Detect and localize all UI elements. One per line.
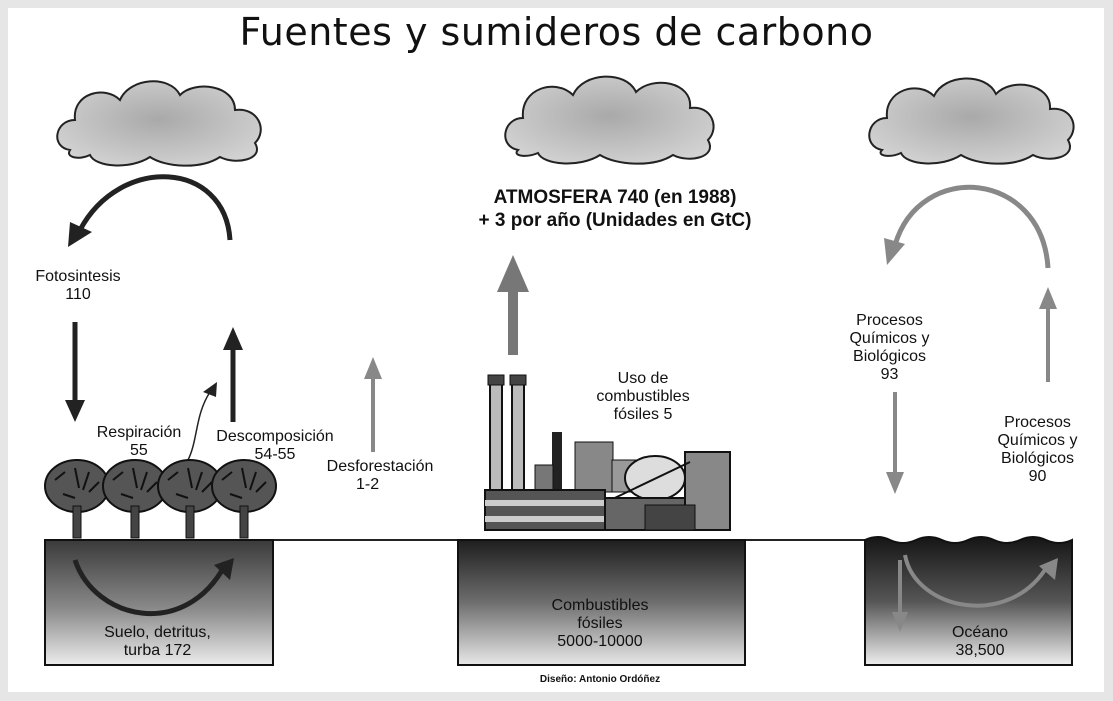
ocean-up-line-1: Procesos	[1004, 414, 1071, 431]
fossil-fuel-reservoir	[457, 539, 746, 666]
deforestation-value: 1-2	[356, 476, 380, 493]
respiration-arrowhead	[203, 382, 217, 397]
ocean-reservoir-value: 38,500	[955, 642, 1005, 659]
atmosphere-label: ATMOSFERA 740 (en 1988) + 3 por año (Uni…	[440, 186, 790, 232]
photosynthesis-arrowhead	[65, 400, 85, 422]
deforestation-arrowhead	[364, 357, 382, 379]
land-cycle-arrowhead	[68, 222, 92, 247]
cloud-left-icon	[56, 80, 262, 167]
fossil-reservoir-line-1: Combustibles	[551, 597, 649, 614]
respiration-label: Respiración 55	[84, 424, 194, 460]
ocean-up-arrowhead	[1039, 287, 1057, 309]
ocean-cycle-arrow	[903, 554, 1050, 608]
ocean-reservoir-label: Océano 38,500	[920, 624, 1040, 660]
fossil-reservoir-line-2: fósiles	[577, 615, 623, 632]
decomposition-name: Descomposición	[216, 428, 334, 445]
page-title: Fuentes y sumideros de carbono	[239, 10, 874, 54]
ocean-down-line-3: Biológicos	[853, 348, 926, 365]
cloud-right-icon	[868, 77, 1075, 165]
deforestation-label: Desforestación 1-2	[310, 458, 450, 494]
ocean-up-line-2: Químicos y	[997, 432, 1078, 449]
fossil-use-arrowhead	[497, 255, 529, 292]
ocean-down-line-1: Procesos	[856, 312, 923, 329]
ocean-down-line-2: Químicos y	[849, 330, 930, 347]
photosynthesis-value: 110	[65, 286, 91, 303]
fossil-reservoir-value: 5000-10000	[557, 633, 643, 650]
ocean-up-line-3: Biológicos	[1001, 450, 1074, 467]
soil-reservoir	[44, 539, 274, 666]
decomposition-label: Descomposición 54-55	[200, 428, 350, 464]
ocean-up-value: 90	[1028, 468, 1047, 485]
respiration-name: Respiración	[96, 424, 182, 441]
photosynthesis-label: Fotosintesis 110	[18, 268, 138, 304]
ocean-reservoir-name: Océano	[951, 624, 1009, 641]
fossil-reservoir-label: Combustibles fósiles 5000-10000	[520, 597, 680, 651]
respiration-value: 55	[130, 442, 148, 459]
atmosphere-line-1: ATMOSFERA 740 (en 1988)	[493, 187, 737, 208]
atmosphere-line-2: + 3 por año (Unidades en GtC)	[478, 210, 752, 231]
ocean-down-value: 93	[880, 366, 899, 383]
trees-icon	[44, 459, 277, 539]
decomposition-value: 54-55	[254, 446, 296, 463]
ocean-cycle-arc-arrow	[892, 184, 1051, 269]
decomposition-arrowhead	[223, 327, 243, 350]
deforestation-name: Desforestación	[326, 458, 434, 475]
factory-icon	[484, 374, 731, 531]
ocean-reservoir	[864, 536, 1073, 666]
soil-cycle-arrowhead	[214, 558, 234, 580]
ocean-cycle-arrowhead-right	[1039, 558, 1058, 580]
soil-cycle-arrow	[72, 559, 228, 616]
land-cycle-arc-arrow	[77, 174, 233, 241]
cloud-center-icon	[504, 75, 715, 165]
fossil-use-label: Uso de combustibles fósiles 5	[578, 370, 708, 424]
ocean-inner-down-arrowhead	[892, 612, 908, 632]
respiration-arrow	[187, 391, 211, 461]
ocean-cycle-arrowhead	[884, 238, 905, 265]
ocean-up-label: Procesos Químicos y Biológicos 90	[975, 414, 1100, 486]
soil-label: Suelo, detritus, turba 172	[70, 624, 245, 660]
ocean-down-arrowhead	[886, 472, 904, 494]
soil-line-1: Suelo, detritus,	[104, 624, 211, 641]
fossil-use-line-2: combustibles	[596, 388, 690, 405]
fossil-use-line-3: fósiles 5	[613, 406, 673, 423]
ocean-down-label: Procesos Químicos y Biológicos 93	[822, 312, 957, 384]
photosynthesis-name: Fotosintesis	[35, 268, 121, 285]
soil-line-2: turba 172	[123, 642, 192, 659]
fossil-use-line-1: Uso de	[617, 370, 669, 387]
credit-text: Diseño: Antonio Ordóñez	[539, 674, 661, 685]
